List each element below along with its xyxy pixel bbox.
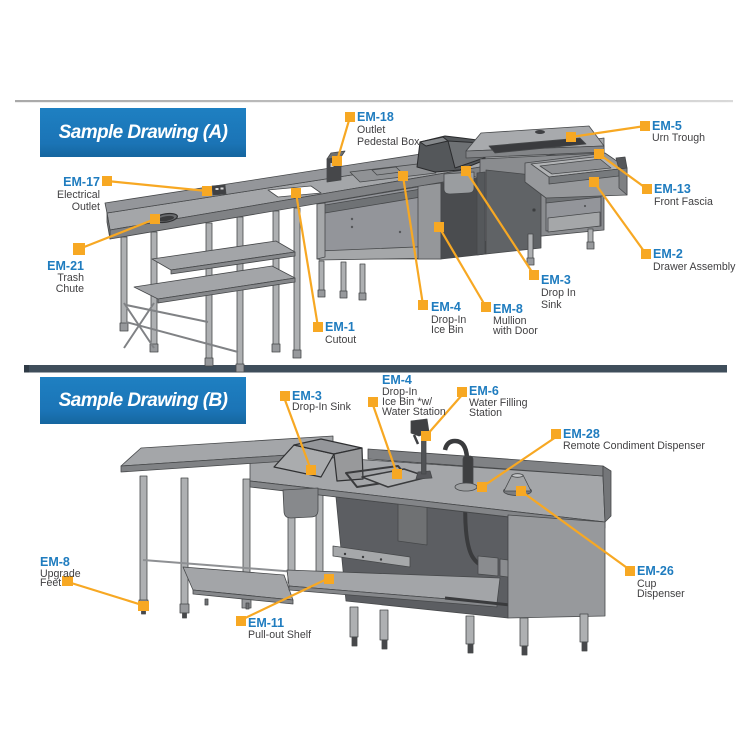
svg-text:Drop In: Drop In — [541, 287, 576, 299]
svg-text:Cutout: Cutout — [325, 334, 356, 346]
svg-text:EM-6: EM-6 — [469, 384, 499, 398]
svg-text:EM-4: EM-4 — [431, 300, 461, 314]
svg-text:Mullion: Mullion — [493, 315, 527, 327]
svg-text:EM-18: EM-18 — [357, 110, 394, 124]
svg-text:Electrical: Electrical — [57, 189, 100, 201]
svg-text:Dispenser: Dispenser — [637, 588, 685, 600]
svg-text:EM-8: EM-8 — [493, 302, 523, 316]
svg-text:Water Filling: Water Filling — [469, 397, 528, 409]
svg-text:Drop-In: Drop-In — [431, 314, 466, 326]
svg-text:EM-13: EM-13 — [654, 182, 691, 196]
svg-text:Upgrade: Upgrade — [40, 568, 81, 580]
svg-text:Feet: Feet — [40, 577, 61, 589]
svg-text:Drop-In: Drop-In — [382, 386, 417, 398]
svg-text:Drop-In Sink: Drop-In Sink — [292, 401, 352, 413]
svg-text:EM-11: EM-11 — [248, 616, 284, 630]
svg-text:EM-28: EM-28 — [563, 427, 600, 441]
svg-text:EM-3: EM-3 — [541, 273, 571, 287]
svg-text:Outlet: Outlet — [72, 201, 100, 213]
svg-text:EM-21: EM-21 — [47, 259, 84, 273]
svg-text:EM-1: EM-1 — [325, 320, 355, 334]
svg-text:EM-5: EM-5 — [652, 119, 682, 133]
svg-text:Front Fascia: Front Fascia — [654, 196, 713, 208]
svg-text:with Door: with Door — [492, 325, 538, 337]
svg-text:Ice Bin: Ice Bin — [431, 324, 463, 336]
svg-text:EM-8: EM-8 — [40, 555, 70, 569]
svg-text:EM-17: EM-17 — [63, 175, 100, 189]
svg-text:Station: Station — [469, 407, 502, 419]
svg-text:Ice Bin *w/: Ice Bin *w/ — [382, 396, 432, 408]
svg-text:Trash: Trash — [57, 272, 84, 284]
svg-text:Drawer Assembly: Drawer Assembly — [653, 261, 736, 273]
svg-text:Sample Drawing (A): Sample Drawing (A) — [59, 122, 228, 143]
svg-text:EM-2: EM-2 — [653, 247, 683, 261]
svg-text:Cup: Cup — [637, 578, 657, 590]
svg-text:Urn Trough: Urn Trough — [652, 132, 705, 144]
svg-text:Pull-out Shelf: Pull-out Shelf — [248, 629, 311, 641]
svg-text:Water Station: Water Station — [382, 406, 446, 418]
svg-text:EM-4: EM-4 — [382, 373, 412, 387]
svg-text:Remote Condiment Dispenser: Remote Condiment Dispenser — [563, 440, 705, 452]
svg-text:Chute: Chute — [56, 283, 84, 295]
svg-text:Outlet: Outlet — [357, 124, 385, 136]
svg-text:EM-26: EM-26 — [637, 564, 674, 578]
svg-text:Sink: Sink — [541, 299, 562, 311]
svg-text:Pedestal Box: Pedestal Box — [357, 136, 420, 148]
svg-text:EM-3: EM-3 — [292, 389, 322, 403]
svg-text:Sample Drawing (B): Sample Drawing (B) — [59, 390, 228, 411]
